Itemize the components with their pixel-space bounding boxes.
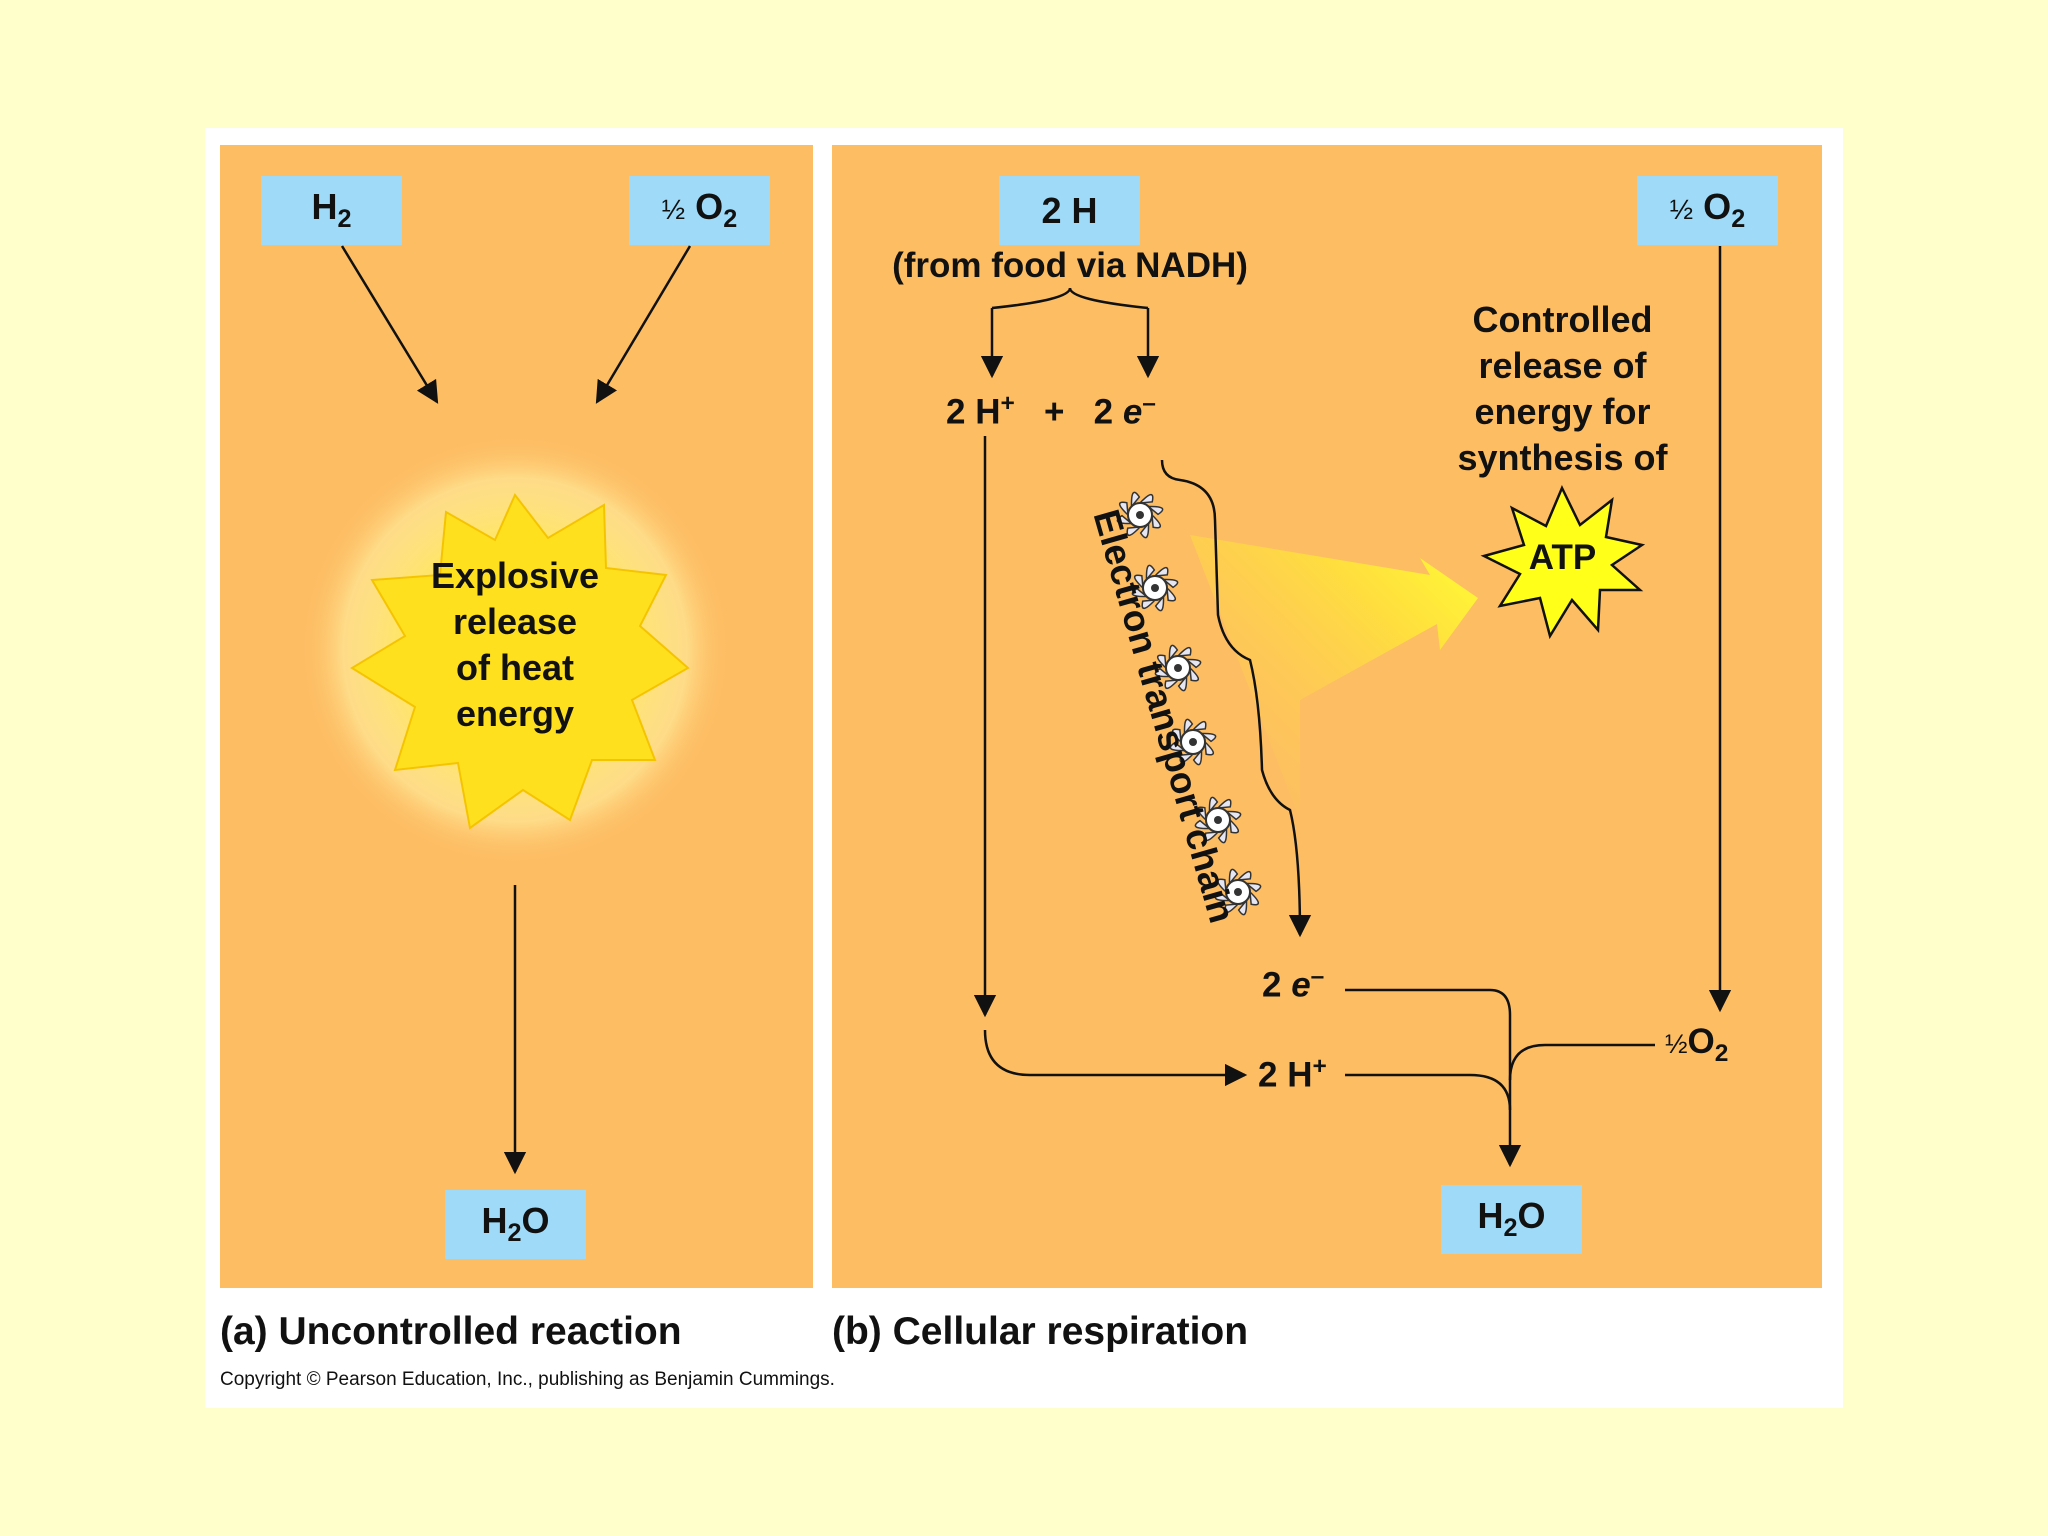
split-products: 2 H+ + 2 e– bbox=[946, 390, 1156, 432]
source-note: (from food via NADH) bbox=[892, 246, 1248, 285]
two-h-label: 2 H bbox=[1041, 189, 1098, 231]
arrow-merge-water bbox=[1345, 988, 1522, 1168]
panel-cellular-respiration bbox=[832, 145, 1822, 1288]
controlled-release-text: Controlled release of energy for synthes… bbox=[1457, 299, 1668, 478]
half-o2-label: ½ O2 bbox=[661, 186, 738, 234]
brace bbox=[991, 287, 1149, 310]
caption-a: (a) Uncontrolled reaction bbox=[220, 1310, 682, 1353]
electron-carrier-icon bbox=[1154, 644, 1202, 692]
electron-carrier-icon bbox=[1116, 491, 1164, 539]
electron-carrier-icon bbox=[1214, 868, 1262, 916]
line-protons-merge bbox=[1345, 1073, 1512, 1111]
explosion-burst bbox=[350, 493, 690, 830]
energy-release-arrow bbox=[1190, 535, 1478, 820]
electrons-out-label: 2 e– bbox=[1262, 963, 1325, 1005]
electron-carriers bbox=[1116, 491, 1262, 916]
atp-starburst bbox=[1480, 484, 1646, 640]
electron-carrier-icon bbox=[1194, 796, 1242, 844]
electron-carrier-icon bbox=[1131, 564, 1179, 612]
arrow-protons-right bbox=[983, 1029, 1248, 1087]
water-box-a: H2O bbox=[445, 1190, 586, 1259]
arrow-o2-to-burst bbox=[595, 245, 692, 404]
atp-label: ATP bbox=[1528, 538, 1597, 577]
water-box-b: H2O bbox=[1441, 1185, 1582, 1254]
half-o2-box: ½ O2 bbox=[629, 176, 770, 245]
electron-cascade bbox=[1160, 459, 1312, 938]
half-o2-label-b: ½ O2 bbox=[1669, 186, 1746, 234]
arrow-h2-to-burst bbox=[340, 245, 439, 404]
copyright-notice: Copyright © Pearson Education, Inc., pub… bbox=[220, 1369, 835, 1390]
electron-carrier-icon bbox=[1169, 718, 1217, 766]
line-o2-merge bbox=[1508, 1043, 1655, 1081]
caption-b: (b) Cellular respiration bbox=[832, 1310, 1249, 1353]
half-o2-inline-label: ½O2 bbox=[1665, 1022, 1729, 1067]
h2-label: H2 bbox=[311, 186, 352, 234]
two-h-box: 2 H bbox=[999, 176, 1140, 245]
explosive-release-text: Explosive release of heat energy bbox=[430, 555, 600, 734]
half-o2-box-b: ½ O2 bbox=[1637, 176, 1778, 245]
water-label-b: H2O bbox=[1477, 1195, 1546, 1243]
protons-out-label: 2 H+ bbox=[1258, 1053, 1327, 1095]
h2-box: H2 bbox=[261, 176, 402, 245]
water-label-a: H2O bbox=[481, 1200, 550, 1248]
